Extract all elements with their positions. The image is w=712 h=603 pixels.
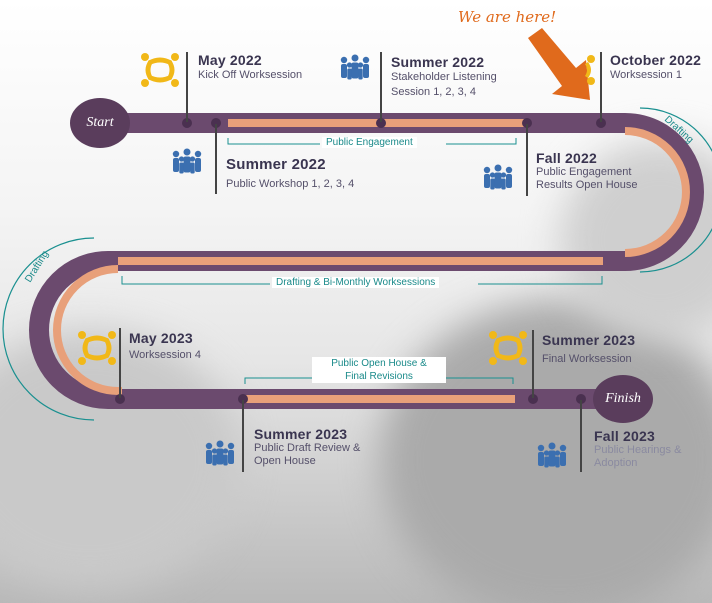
joined-hands-icon	[585, 55, 595, 85]
milestone-desc: Open House	[254, 455, 316, 467]
milestone-tick	[600, 52, 602, 122]
finish-label: Finish	[605, 391, 641, 406]
arrow-icon	[528, 28, 590, 100]
milestone-desc: Public Workshop 1, 2, 3, 4	[226, 178, 355, 190]
milestone-summer-2023-draft-review: Summer 2023 Public Draft Review & Open H…	[254, 426, 360, 468]
milestone-node	[238, 394, 248, 404]
milestone-may-2023: May 2023 Worksession 4	[129, 330, 201, 363]
engagement-bracket-left	[227, 138, 320, 145]
milestone-tick	[532, 330, 534, 398]
open-house-label-line1: Public Open House &	[331, 358, 427, 369]
milestone-summer-2023-final: Summer 2023 Final Worksession	[542, 332, 635, 367]
milestone-desc: Public Engagement	[536, 166, 632, 178]
milestone-tick	[526, 124, 528, 196]
milestone-desc: Final Worksession	[542, 353, 632, 365]
milestone-desc: Kick Off Worksession	[198, 69, 303, 81]
milestone-desc: Worksession 1	[610, 69, 682, 81]
milestone-desc: Stakeholder Listening	[391, 71, 497, 83]
milestone-tick	[242, 400, 244, 472]
bimonthly-bracket-right	[478, 276, 603, 285]
milestone-node	[596, 118, 606, 128]
milestone-node	[376, 118, 386, 128]
joined-hands-icon	[489, 331, 527, 365]
milestone-october-2022: October 2022 Worksession 1	[610, 52, 701, 83]
milestone-date: Summer 2023	[254, 426, 348, 442]
milestone-summer-2022-workshop: Summer 2022 Public Workshop 1, 2, 3, 4	[226, 156, 354, 192]
people-group-icon	[340, 54, 370, 80]
milestone-date: Summer 2022	[226, 156, 326, 173]
milestone-date: October 2022	[610, 52, 702, 68]
drafting-arc-left	[2, 237, 95, 421]
open-house-label-line2: Final Revisions	[345, 371, 413, 382]
people-group-icon	[483, 164, 513, 190]
milestone-node	[182, 118, 192, 128]
engagement-bracket-right	[446, 138, 517, 145]
finish-badge: Finish	[593, 375, 653, 423]
milestone-desc: Public Draft Review &	[254, 442, 361, 454]
drafting-arc-right	[639, 107, 712, 273]
milestone-tick	[119, 328, 121, 398]
milestone-node	[115, 394, 125, 404]
milestone-node	[576, 394, 586, 404]
milestone-tick	[380, 52, 382, 122]
people-group-icon	[205, 440, 235, 466]
milestone-desc: Public Hearings &	[594, 444, 682, 456]
milestone-fall-2022: Fall 2022 Public Engagement Results Open…	[536, 150, 638, 192]
milestone-fall-2023: Fall 2023 Public Hearings & Adoption	[594, 428, 681, 470]
joined-hands-icon	[141, 53, 179, 87]
open-house-label: Public Open House & Final Revisions	[312, 357, 446, 383]
people-group-icon	[172, 148, 202, 174]
milestone-desc: Adoption	[594, 457, 638, 469]
milestone-date: May 2023	[129, 330, 193, 346]
milestone-date: Fall 2022	[536, 150, 597, 166]
we-are-here-label: We are here!	[458, 8, 557, 26]
track-segment-drafting-right	[624, 127, 690, 257]
milestone-may-2022: May 2022 Kick Off Worksession	[198, 52, 302, 83]
milestone-node	[528, 394, 538, 404]
start-badge: Start	[70, 98, 130, 148]
milestone-desc: Results Open House	[536, 179, 638, 191]
milestone-desc: Session 1, 2, 3, 4	[391, 86, 476, 98]
bimonthly-bracket-left	[121, 276, 270, 285]
milestone-summer-2022-listening: Summer 2022 Stakeholder Listening Sessio…	[391, 54, 497, 100]
joined-hands-icon	[78, 331, 116, 365]
public-engagement-label: Public Engagement	[322, 137, 417, 148]
milestone-tick	[215, 124, 217, 194]
milestone-node	[522, 118, 532, 128]
people-group-icon	[537, 442, 567, 468]
milestone-date: May 2022	[198, 52, 262, 68]
open-house-bracket-left	[244, 377, 312, 384]
start-label: Start	[86, 115, 114, 130]
drafting-bimonthly-label: Drafting & Bi-Monthly Worksessions	[272, 277, 440, 288]
milestone-date: Summer 2022	[391, 54, 485, 70]
milestone-desc: Worksession 4	[129, 349, 201, 361]
milestone-date: Summer 2023	[542, 332, 636, 348]
track-segment-drafting-left	[53, 265, 122, 395]
milestone-date: Fall 2023	[594, 428, 655, 444]
milestone-node	[211, 118, 221, 128]
milestone-tick	[580, 400, 582, 472]
open-house-bracket-right	[446, 377, 514, 384]
milestone-tick	[186, 52, 188, 122]
